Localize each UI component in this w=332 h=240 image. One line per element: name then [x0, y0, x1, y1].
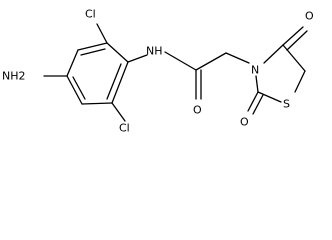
bond-ring-c2-c3 — [77, 42, 108, 51]
bond-ring-c4-c5 — [66, 75, 83, 105]
bond-nh-carbonyl — [164, 51, 197, 71]
bond-ch2-n — [225, 52, 250, 64]
atom-label-o-ring-top: O — [305, 10, 314, 23]
atom-label-cl-bottom: Cl — [119, 122, 130, 135]
bond-c6-cl — [111, 102, 126, 122]
bond-c2-o — [247, 91, 259, 112]
bond-ring-c3-c4 — [66, 49, 79, 77]
atom-label-n-ring: N — [251, 64, 259, 77]
bond-c4-c5 — [282, 44, 306, 72]
bond-n-c4 — [263, 44, 284, 64]
bond-c4-o-double — [286, 30, 308, 51]
bond-s-c2 — [257, 91, 282, 103]
bond-c4-o — [282, 26, 304, 46]
bond-c2-o-double — [252, 94, 264, 115]
atom-label-cl-top: Cl — [85, 8, 96, 21]
bond-c1-nh — [127, 54, 148, 63]
bond-ring-c6-c1-inner — [106, 63, 122, 100]
structure-diagram: Cl Cl NH NH2 O N O O S — [2, 8, 314, 135]
bond-ring-c1-c2 — [106, 42, 129, 63]
atom-label-o-ring-bottom: O — [240, 116, 249, 129]
bonds — [43, 23, 308, 122]
bond-ring-c5-c6 — [81, 102, 113, 105]
bond-c2-cl — [96, 23, 108, 44]
atom-label-s-ring: S — [283, 98, 290, 111]
atom-label-nh: NH — [146, 45, 163, 58]
bond-ring-c2-c3-inner — [80, 48, 106, 56]
atom-labels: Cl Cl NH NH2 O N O O S — [2, 8, 314, 135]
atom-label-nh2: NH2 — [2, 70, 26, 83]
bond-c5-s — [294, 70, 306, 93]
bond-carbonyl-ch2 — [195, 52, 227, 71]
bond-ring-c6-c1 — [111, 61, 129, 104]
atom-label-o-amide: O — [193, 104, 202, 117]
bond-ring-c4-c5-inner — [72, 76, 86, 100]
bond-c2-n — [255, 75, 259, 93]
